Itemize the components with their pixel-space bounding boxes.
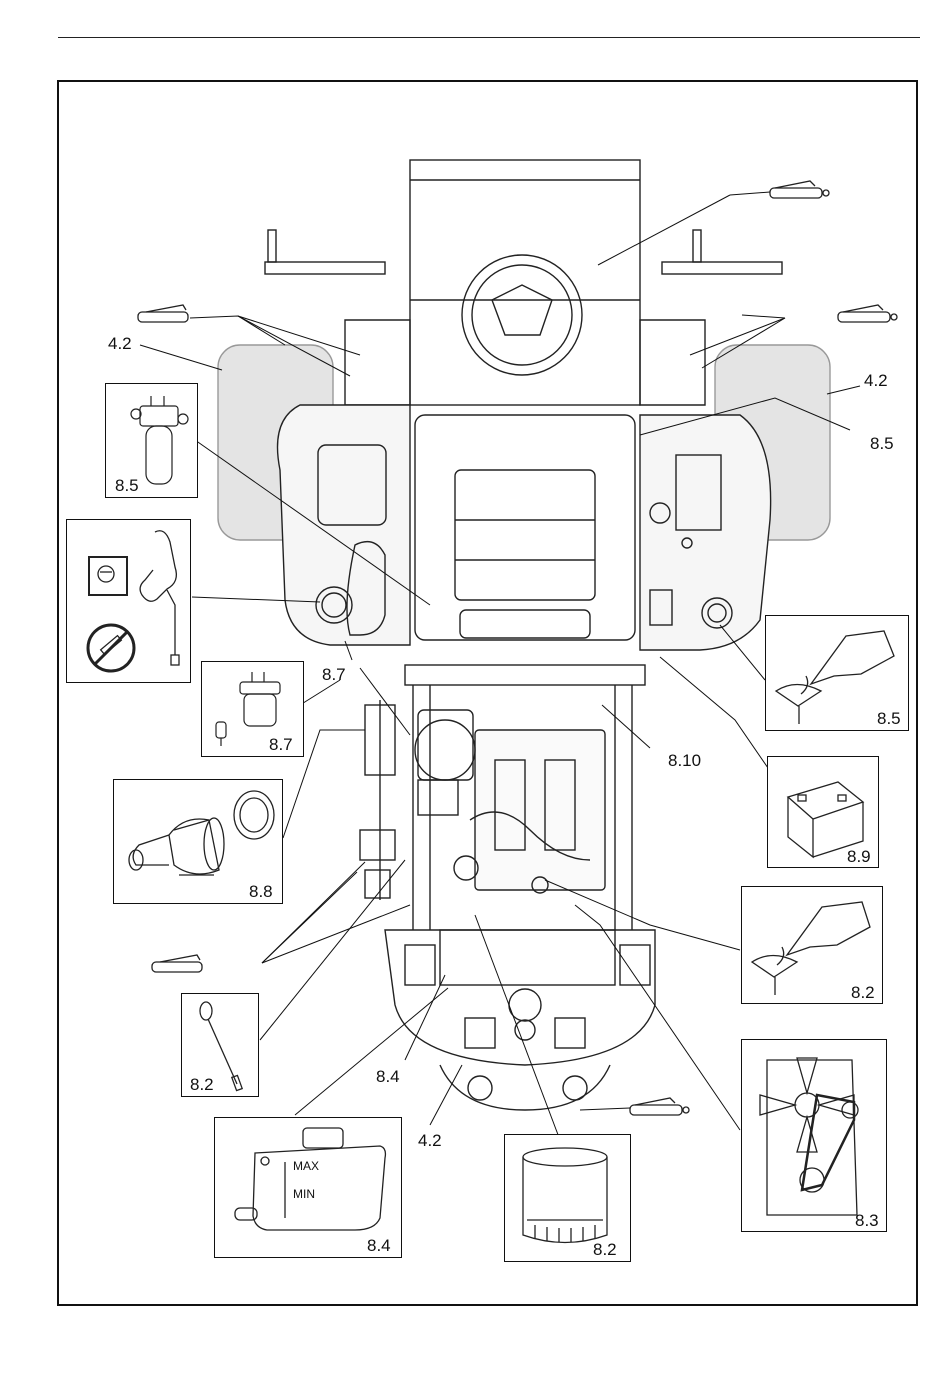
inset-coolant-tank: MAX MIN 8.4 [214, 1117, 402, 1258]
inset-fan-belt: 8.3 [741, 1039, 887, 1232]
label-8-7-main: 8.7 [322, 666, 346, 683]
inset-label-dipstick: 8.2 [190, 1076, 214, 1093]
inset-hydraulic-fill: 8.5 [765, 615, 909, 731]
inset-label-oil-fill: 8.2 [851, 984, 875, 1001]
inset-label-fuel-filter: 8.5 [115, 477, 139, 494]
inset-battery: 8.9 [767, 756, 879, 868]
inset-oil-filter: 8.2 [504, 1134, 631, 1262]
fan-belt-icon [742, 1040, 888, 1233]
label-8-5-right: 8.5 [870, 435, 894, 452]
inset-label-oil-filter: 8.2 [593, 1241, 617, 1258]
label-4-2-left: 4.2 [108, 335, 132, 352]
coolant-min-mark: MIN [293, 1186, 315, 1203]
refuel-warning-icon [67, 520, 192, 684]
label-8-4-main: 8.4 [376, 1068, 400, 1085]
operator-seat [415, 415, 635, 640]
label-4-2-bottom: 4.2 [418, 1132, 442, 1149]
inset-label-battery: 8.9 [847, 848, 871, 865]
inset-label-coolant-tank: 8.4 [367, 1237, 391, 1254]
inset-dipstick: 8.2 [181, 993, 259, 1097]
label-8-10: 8.10 [668, 752, 701, 769]
inset-fuel-filter: 8.5 [105, 383, 198, 498]
inset-refuel-warning [66, 519, 191, 683]
label-4-2-right: 4.2 [864, 372, 888, 389]
inset-oil-fill: 8.2 [741, 886, 883, 1004]
inset-label-air-filter: 8.8 [249, 883, 273, 900]
inset-label-hydraulic-fill: 8.5 [877, 710, 901, 727]
inset-label-fuel-separator: 8.7 [269, 736, 293, 753]
inset-air-filter: 8.8 [113, 779, 283, 904]
cab-housing [410, 160, 640, 405]
inset-fuel-separator: 8.7 [201, 661, 304, 757]
coolant-max-mark: MAX [293, 1158, 319, 1175]
inset-label-fan-belt: 8.3 [855, 1212, 879, 1229]
